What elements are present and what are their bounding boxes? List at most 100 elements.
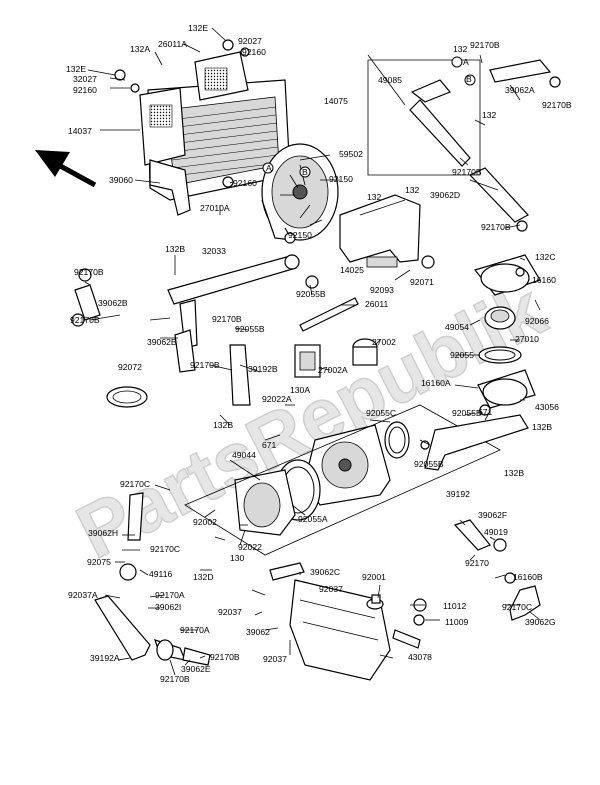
part-number-label: 92055C: [366, 408, 396, 418]
thermostat: [473, 254, 541, 409]
part-number-label: 130A: [290, 385, 310, 395]
part-number-label: 92072: [118, 362, 142, 372]
coolant-pipe-39192: [424, 414, 529, 471]
front-direction-arrow-icon: [35, 150, 97, 188]
part-number-label: 11012: [443, 601, 466, 611]
part-number-label: 43078: [408, 652, 432, 662]
left-hose: [74, 284, 251, 406]
part-number-label: 11009: [445, 617, 468, 627]
part-number-label: 92066: [525, 316, 549, 326]
part-number-label: 39062I: [155, 602, 181, 612]
part-number-label: 92055B: [452, 408, 482, 418]
part-number-label: 92055B: [235, 324, 265, 334]
part-number-label: 92170B: [481, 222, 511, 232]
part-number-label: 92170B: [542, 100, 572, 110]
part-number-label: 92170C: [150, 544, 180, 554]
part-number-label: 132B: [165, 244, 185, 254]
part-number-label: 92170B: [74, 267, 104, 277]
part-number-label: 92170: [465, 558, 489, 568]
part-number-label: 92170C: [502, 602, 532, 612]
part-number-label: 132: [405, 185, 420, 195]
part-number-label: 132C: [535, 252, 556, 262]
part-number-label: 39060: [109, 175, 133, 185]
part-number-label: 39062C: [310, 567, 340, 577]
part-number-label: 39062G: [525, 617, 556, 627]
part-number-label: 92093: [370, 285, 394, 295]
part-number-label: 49019: [484, 527, 508, 537]
part-number-label: 27002A: [318, 365, 348, 375]
part-number-label: 92022: [238, 542, 262, 552]
part-number-label: 14025: [340, 265, 364, 275]
part-number-label: 27010: [515, 334, 539, 344]
part-number-label: 92027: [238, 36, 262, 46]
part-number-label: 59502: [339, 149, 363, 159]
part-number-label: 16160: [532, 275, 556, 285]
part-number-label: 132D: [193, 572, 214, 582]
part-number-label: 671: [262, 440, 277, 450]
part-number-label: 92170B: [470, 40, 500, 50]
part-number-label: 39062F: [478, 510, 507, 520]
part-number-label: 39062H: [88, 528, 118, 538]
part-number-label: 132: [367, 192, 382, 202]
part-number-label: 92037: [263, 654, 287, 664]
part-number-label: 39192: [446, 489, 470, 499]
temperature-sensors: [294, 297, 378, 378]
part-number-label: 16160A: [421, 378, 451, 388]
part-number-label: 92160: [242, 47, 266, 57]
part-number-label: 92170B: [452, 167, 482, 177]
part-number-label: 49054: [445, 322, 469, 332]
part-number-label: 132B: [213, 420, 233, 430]
part-number-label: 92055A: [298, 514, 328, 524]
part-number-label: 92001: [362, 572, 386, 582]
part-number-label: 92055B: [296, 289, 326, 299]
part-number-label: 92170B: [190, 360, 220, 370]
part-number-label: 92055: [450, 350, 474, 360]
part-number-label: 39062B: [98, 298, 128, 308]
water-pipe: [167, 254, 300, 349]
part-number-label: 49116: [149, 569, 172, 579]
fasteners: [71, 39, 561, 626]
part-number-label: 14037: [68, 126, 92, 136]
leader-lines: [84, 27, 541, 676]
part-number-label: 32033: [202, 246, 226, 256]
part-number-label: 16160B: [513, 572, 543, 582]
part-number-label: 26011: [365, 299, 388, 309]
part-number-label: 92170B: [160, 674, 190, 684]
part-number-label: 92002: [193, 517, 217, 527]
part-number-label: 132: [482, 110, 497, 120]
part-number-label: 27010A: [200, 203, 230, 213]
part-number-label: 132B: [532, 422, 552, 432]
reference-markers: [262, 56, 476, 178]
part-number-label: 132A: [130, 44, 150, 54]
part-number-label: 132: [453, 44, 468, 54]
part-number-label: 92170B: [70, 315, 100, 325]
water-pump: [234, 421, 410, 536]
part-number-label: 92170A: [180, 625, 210, 635]
part-number-label: 130: [230, 553, 245, 563]
part-number-label: 92150: [288, 230, 312, 240]
part-number-label: 32027: [73, 74, 97, 84]
part-number-label: 39192A: [90, 653, 120, 663]
part-number-label: 92170A: [155, 590, 185, 600]
part-number-label: 39062B: [147, 337, 177, 347]
part-number-label: 92170B: [212, 314, 242, 324]
radiator-assembly: [139, 51, 291, 216]
part-number-label: 92037A: [68, 590, 98, 600]
part-number-label: 92022A: [262, 394, 292, 404]
part-number-label: 92150: [329, 174, 353, 184]
part-number-label: 43056: [535, 402, 559, 412]
part-number-label: 132E: [66, 64, 86, 74]
part-number-label: 92170C: [120, 479, 150, 489]
part-number-label: 14075: [324, 96, 348, 106]
part-number-label: 132E: [188, 23, 208, 33]
reservoir-tank: [289, 579, 421, 681]
part-number-label: 39062D: [430, 190, 460, 200]
thermostat-cover: [339, 194, 421, 268]
part-number-label: 26011A: [158, 39, 187, 49]
part-number-label: 92170B: [210, 652, 240, 662]
part-number-label: 92075: [87, 557, 111, 567]
part-number-label: 92055B: [414, 459, 444, 469]
radiator-fan: [261, 143, 339, 241]
